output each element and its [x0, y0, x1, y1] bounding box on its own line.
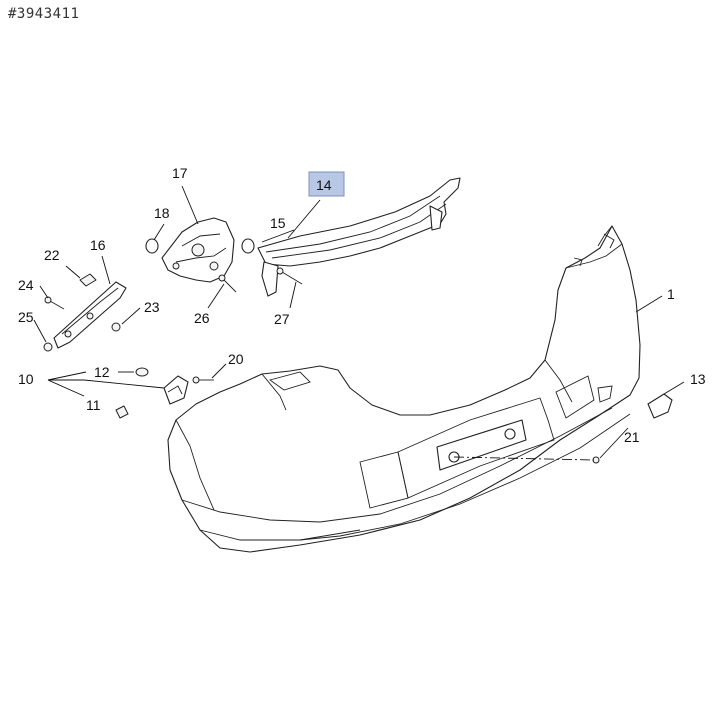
clip-part[interactable]	[241, 238, 255, 254]
callout-23[interactable]: 23	[144, 299, 160, 315]
callout-16[interactable]: 16	[90, 237, 106, 253]
leader-lines	[33, 185, 685, 459]
screw-part[interactable]	[192, 376, 214, 384]
callout-18[interactable]: 18	[154, 205, 170, 221]
retainer-part[interactable]	[163, 375, 189, 405]
callout-20[interactable]: 20	[228, 351, 244, 367]
bumper-retainer-strip-part[interactable]	[257, 177, 461, 297]
screw-part[interactable]	[44, 296, 65, 310]
callout-14[interactable]: 14	[316, 177, 332, 193]
clip-part[interactable]	[135, 367, 149, 377]
callout-22[interactable]: 22	[44, 247, 60, 263]
bracket-part[interactable]	[161, 217, 235, 283]
clip-part[interactable]	[115, 405, 129, 419]
callout-14-highlight	[308, 171, 345, 197]
side-guide-part[interactable]	[53, 281, 127, 349]
callout-15[interactable]: 15	[270, 215, 286, 231]
screw-part[interactable]	[276, 267, 303, 285]
callout-11[interactable]: 11	[86, 397, 101, 413]
callout-1[interactable]: 1	[667, 286, 675, 302]
cap-part[interactable]	[647, 393, 673, 419]
callout-25[interactable]: 25	[18, 309, 34, 325]
bumper-cover-part[interactable]	[167, 225, 641, 553]
screw-part[interactable]	[218, 274, 237, 293]
callout-10[interactable]: 10	[18, 371, 34, 387]
callout-21[interactable]: 21	[624, 429, 640, 445]
callout-13[interactable]: 13	[690, 371, 706, 387]
callout-17[interactable]: 17	[172, 165, 188, 181]
clip-part[interactable]	[145, 238, 159, 254]
callout-12[interactable]: 12	[94, 364, 110, 380]
callout-27[interactable]: 27	[274, 311, 290, 327]
reference-number: #3943411	[8, 6, 80, 22]
screw-part[interactable]	[43, 342, 53, 352]
callout-24[interactable]: 24	[18, 277, 34, 293]
clip-part[interactable]	[79, 273, 97, 287]
nut-part[interactable]	[111, 322, 121, 332]
callout-26[interactable]: 26	[194, 310, 210, 326]
